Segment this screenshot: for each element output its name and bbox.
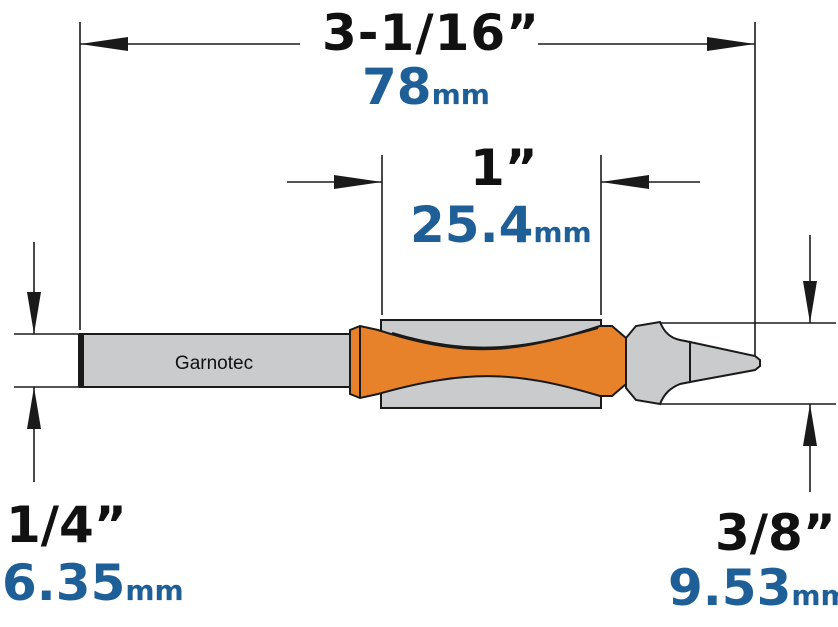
bearing-diameter-metric-value: 9.53 [668, 559, 792, 617]
bearing-top-arrow [803, 281, 817, 323]
overall-right-arrow [707, 37, 755, 51]
pilot-tip [689, 340, 761, 384]
cut-right-arrow [601, 175, 649, 189]
cutting-length-metric-value: 25.4 [410, 196, 534, 254]
cutting-length-imperial: 1” [470, 139, 538, 197]
overall-length-imperial: 3-1/16” [322, 4, 541, 62]
shank-diameter-metric: 6.35mm [2, 558, 184, 608]
router-bit [78, 319, 761, 409]
shank-end-cap [78, 334, 84, 387]
cutting-length-metric-unit: mm [533, 216, 592, 249]
shank-diameter-imperial: 1/4” [6, 496, 127, 554]
overall-left-arrow [80, 37, 128, 51]
bearing-diameter-metric: 9.53mm [668, 563, 838, 613]
cutting-length-metric: 25.4mm [410, 200, 592, 250]
bearing-bottom-arrow [803, 404, 817, 446]
bearing [625, 320, 691, 406]
arrowheads [27, 37, 817, 446]
shank-top-arrow [27, 292, 41, 334]
bearing-diameter-metric-unit: mm [791, 579, 838, 612]
body-flute-curve [391, 327, 599, 349]
shank [79, 333, 351, 388]
overall-length-metric-value: 78 [362, 58, 432, 116]
cut-left-arrow [334, 175, 382, 189]
overall-length-metric: 78mm [362, 62, 490, 112]
brand-label: Garnotec [175, 353, 253, 374]
shank-diameter-metric-unit: mm [125, 574, 184, 607]
shank-diameter-metric-value: 6.35 [2, 554, 126, 612]
overall-length-metric-unit: mm [431, 78, 490, 111]
bearing-diameter-imperial: 3/8” [715, 504, 836, 562]
shank-bottom-arrow [27, 387, 41, 429]
